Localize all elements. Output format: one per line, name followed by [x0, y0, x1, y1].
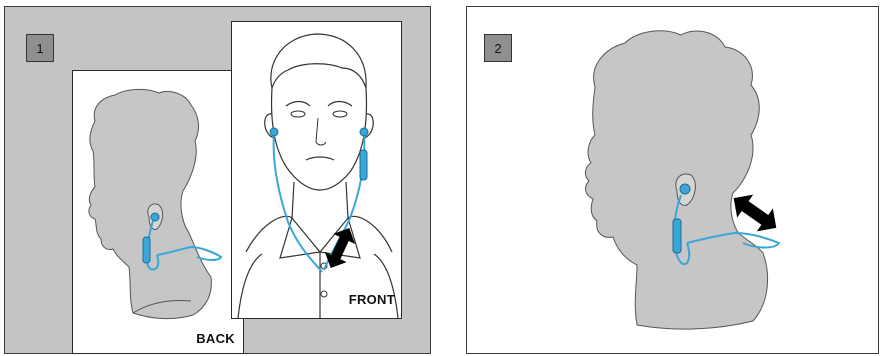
head-profile-back-icon: [73, 71, 245, 355]
back-label: BACK: [196, 331, 235, 346]
double-arrow-icon: [232, 22, 403, 320]
front-label: FRONT: [349, 292, 395, 307]
back-view-card: BACK: [72, 70, 244, 354]
instruction-panel-1: 1 BACK: [4, 6, 431, 354]
front-view-card: FRONT: [231, 21, 402, 319]
step-number-badge: 1: [26, 34, 54, 62]
head-profile-icon: [467, 7, 880, 355]
instruction-panel-2: 2: [466, 6, 879, 354]
